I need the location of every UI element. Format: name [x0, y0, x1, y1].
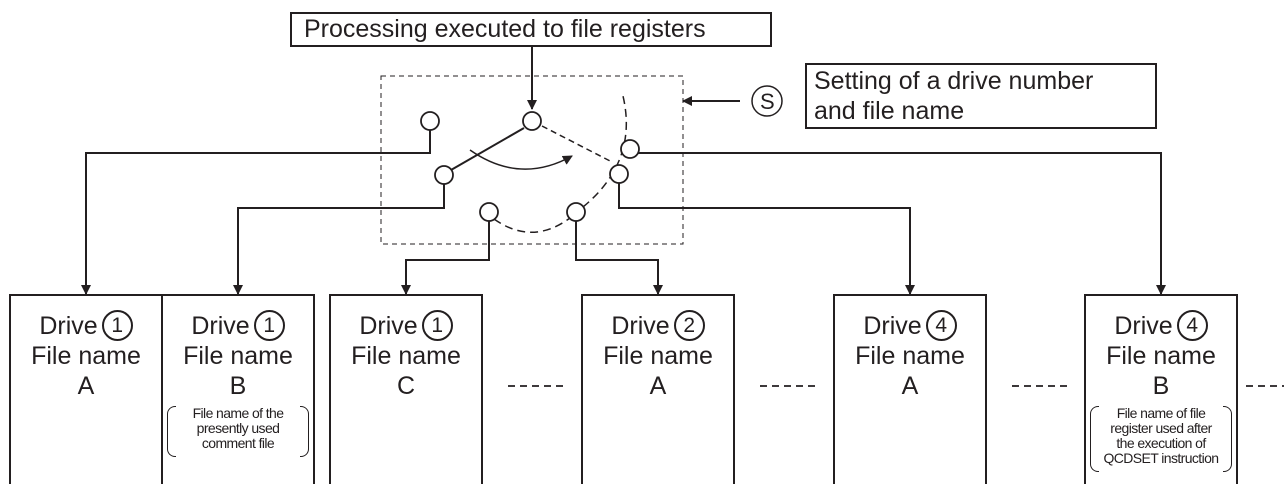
note-line: comment file — [201, 435, 275, 451]
note-line: QCDSET instruction — [1103, 450, 1220, 466]
wire-drive-2 — [233, 182, 445, 295]
rotation-arrow — [469, 149, 573, 170]
wire-drive-5 — [618, 182, 915, 295]
drive-number-badge: 1 — [253, 310, 285, 341]
file-name-word: File name — [1106, 342, 1216, 370]
operand-s-circle — [751, 85, 783, 117]
file-letter: A — [649, 372, 667, 400]
file-letter: B — [1152, 372, 1170, 400]
wire-drive-1 — [81, 130, 431, 295]
wire-drive-6 — [629, 152, 1166, 295]
file-name-word: File name — [855, 342, 965, 370]
note-line: register used after — [1110, 420, 1212, 436]
drive-note: File name of file register used after th… — [1090, 405, 1232, 472]
drive-word: Drive — [39, 311, 98, 340]
drive-number-badge: 4 — [1176, 310, 1208, 341]
drive-note: File name of the presently used comment … — [167, 405, 309, 457]
drive-word: Drive — [863, 311, 922, 340]
drive-word: Drive — [191, 311, 250, 340]
drive-word: Drive — [1114, 311, 1173, 340]
file-letter: C — [396, 372, 416, 400]
note-line: File name of file — [1116, 405, 1206, 421]
contact-input — [522, 111, 542, 131]
setting-label-line1: Setting of a drive number — [814, 67, 1094, 95]
file-name-word: File name — [31, 342, 141, 370]
contact-3 — [479, 202, 499, 222]
setting-label-line2: and file name — [814, 97, 965, 125]
wire-drive-4 — [575, 220, 663, 295]
file-letter: A — [77, 372, 95, 400]
note-line: presently used — [196, 420, 280, 436]
drive-word: Drive — [359, 311, 418, 340]
contact-2 — [434, 165, 454, 185]
file-name-word: File name — [183, 342, 293, 370]
file-letter: B — [229, 372, 247, 400]
switch-contacts — [420, 111, 640, 222]
wire-drive-3 — [401, 220, 490, 295]
operand-s-label: S — [760, 89, 775, 114]
file-letter: A — [901, 372, 919, 400]
contact-1 — [420, 111, 440, 131]
contact-4 — [566, 202, 586, 222]
file-name-word: File name — [351, 342, 461, 370]
note-line: File name of the — [192, 405, 284, 421]
selector-region — [380, 75, 684, 245]
switch-arm — [450, 127, 525, 171]
dashed-arc-right — [582, 91, 628, 208]
drive-word: Drive — [611, 311, 670, 340]
processing-label: Processing executed to file registers — [304, 15, 706, 43]
drive-number-badge: 2 — [673, 310, 705, 341]
drive-number-badge: 1 — [101, 310, 133, 341]
dashed-arc-lower — [493, 217, 571, 233]
drive-number-badge: 1 — [421, 310, 453, 341]
drive-number-badge: 4 — [925, 310, 957, 341]
file-name-word: File name — [603, 342, 713, 370]
processing-label-box: Processing executed to file registers — [290, 12, 772, 47]
contact-6 — [620, 139, 640, 159]
setting-label-box: Setting of a drive number and file name — [805, 63, 1157, 129]
contact-5 — [609, 164, 629, 184]
switch-dashed-path — [541, 125, 613, 163]
note-line: the execution of — [1116, 435, 1206, 451]
